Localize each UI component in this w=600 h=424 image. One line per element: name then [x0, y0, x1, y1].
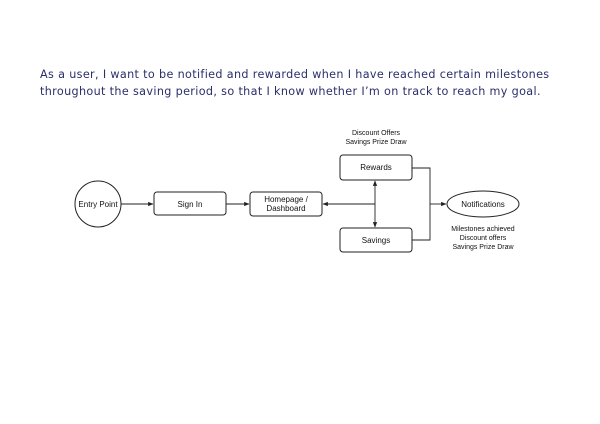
node-homepage: Homepage / Dashboard	[249, 191, 323, 217]
node-savings: Savings	[339, 227, 413, 253]
notifications-note-line: Savings Prize Draw	[452, 244, 514, 251]
notifications-note: Milestones achieved Discount offers Savi…	[451, 226, 515, 251]
node-notifications-label: Notifications	[461, 200, 505, 209]
node-entry-point: Entry Point	[74, 180, 122, 228]
node-homepage-label-line1: Homepage /	[264, 195, 308, 204]
node-homepage-label-line2: Dashboard	[266, 204, 305, 213]
node-savings-label: Savings	[362, 236, 390, 245]
notifications-note-line: Milestones achieved	[451, 226, 515, 233]
node-rewards: Rewards	[339, 154, 413, 181]
rewards-note-line: Discount Offers	[352, 130, 401, 137]
rewards-note-line: Savings Prize Draw	[345, 139, 407, 146]
node-notifications: Notifications	[446, 190, 520, 218]
node-sign-in-label: Sign In	[178, 200, 203, 209]
edge-rewards-to-notifications	[412, 167, 431, 204]
user-story-text: As a user, I want to be notified and rew…	[40, 68, 550, 98]
edge-savings-to-notifications	[412, 204, 431, 241]
node-entry-point-label: Entry Point	[78, 200, 118, 209]
node-rewards-label: Rewards	[360, 163, 392, 172]
node-sign-in: Sign In	[153, 191, 227, 216]
notifications-note-line: Discount offers	[460, 235, 507, 242]
rewards-note: Discount Offers Savings Prize Draw	[345, 130, 407, 146]
